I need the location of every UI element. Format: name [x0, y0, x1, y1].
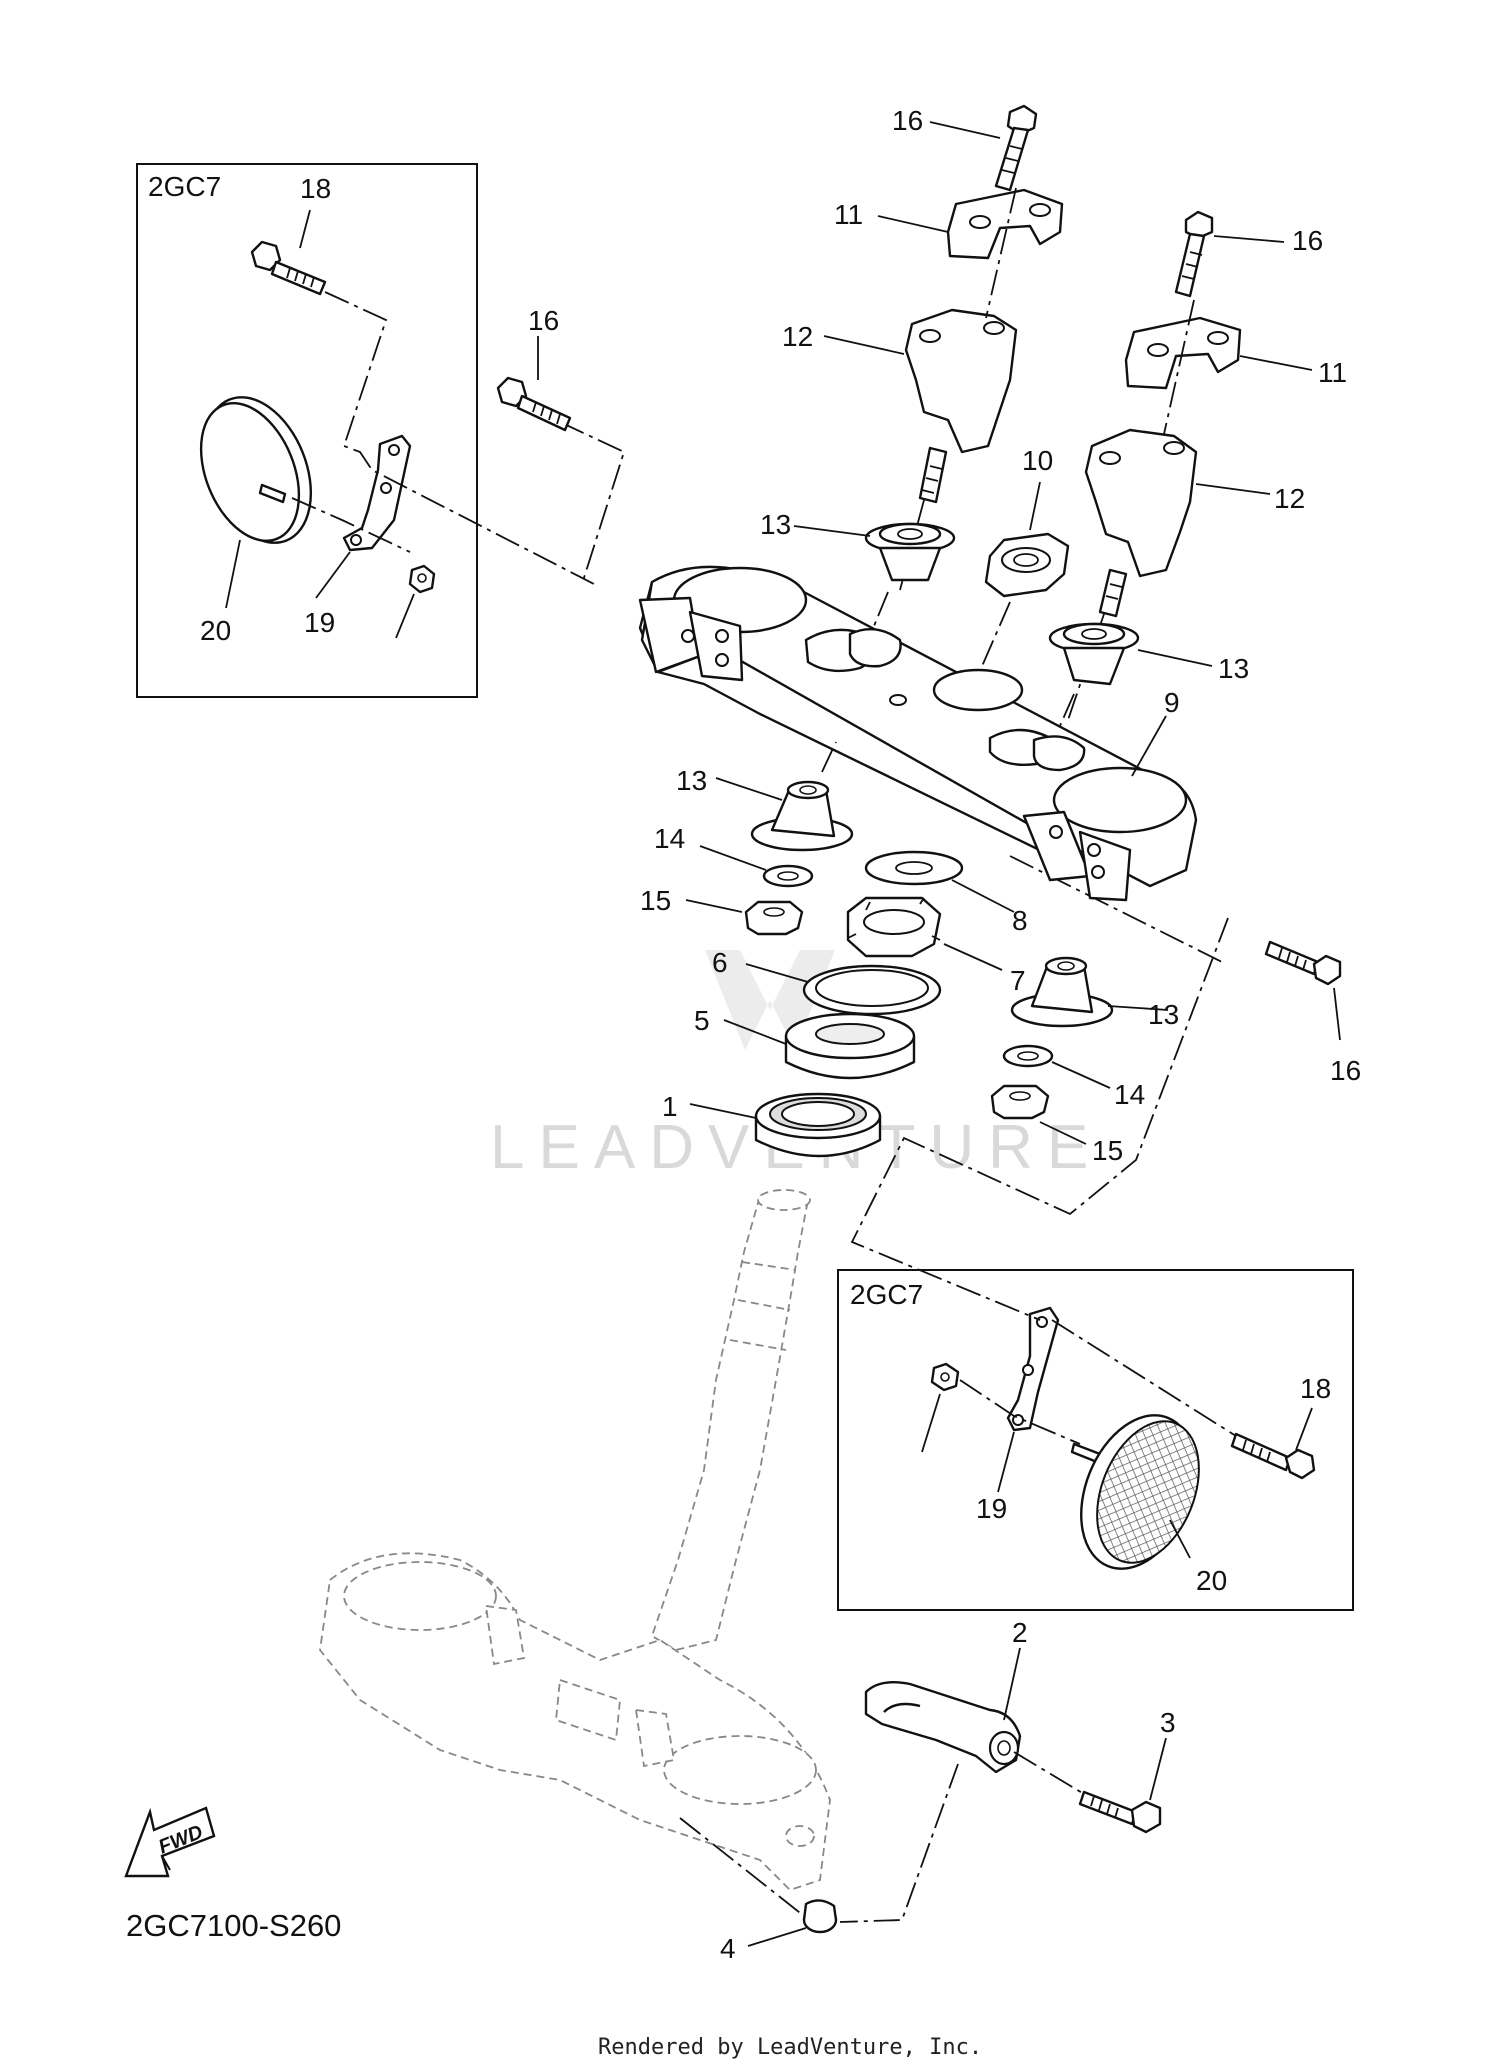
bolt-3 — [1078, 1790, 1162, 1834]
callout-11: 11 — [1318, 357, 1347, 388]
diagram-code: 2GC7100-S260 — [126, 1908, 341, 1943]
bolt-16-top — [994, 104, 1038, 192]
callout-12: 12 — [782, 321, 813, 352]
callout-14: 14 — [1114, 1079, 1145, 1110]
reflector-19-bottom — [1070, 1414, 1200, 1570]
steering-stem-ghost — [319, 1189, 831, 1892]
bracket-18-bottom — [1006, 1306, 1060, 1432]
washer-8 — [864, 850, 964, 886]
callout-4: 4 — [720, 1933, 736, 1964]
callout-18: 19 — [976, 1493, 1007, 1524]
rendered-by-footer: Rendered by LeadVenture, Inc. — [598, 2035, 982, 2060]
assembly-chain-bottom — [839, 1763, 959, 1923]
kit-box-label: 2GC7 — [850, 1279, 923, 1310]
bracket-18-top — [342, 434, 412, 552]
callout-13: 13 — [760, 509, 791, 540]
callout-17: 18 — [300, 173, 331, 204]
bolt-16-left: 16 — [496, 305, 572, 432]
bearing-5 — [784, 1012, 916, 1080]
upper-bracket-9 — [638, 565, 1198, 902]
callout-17: 18 — [1300, 1373, 1331, 1404]
kit-box-label: 2GC7 — [148, 171, 221, 202]
callout-12: 12 — [1274, 483, 1305, 514]
callout-5: 5 — [694, 1005, 710, 1036]
callout-6: 6 — [712, 947, 728, 978]
callout-15: 15 — [640, 885, 671, 916]
bushing-13-upper-left — [864, 522, 956, 582]
callout-2: 2 — [1012, 1617, 1028, 1648]
fwd-arrow-icon: FWD — [124, 1806, 216, 1878]
assembly-chain-left — [559, 421, 626, 585]
callout-8: 8 — [1012, 905, 1028, 936]
bushing-13-lower-left — [750, 780, 854, 852]
callout-16: 16 — [528, 305, 559, 336]
bolt-17-bottom — [1230, 1432, 1316, 1480]
ring-nut-7 — [846, 896, 942, 958]
callout-13: 13 — [676, 765, 707, 796]
assembly-chain-clamp — [1009, 855, 1227, 965]
callout-19: 20 — [200, 615, 231, 646]
nut-15-right — [990, 1084, 1050, 1120]
callout-19: 20 — [1196, 1565, 1227, 1596]
bolt-17-top — [250, 240, 327, 296]
callout-3: 3 — [1160, 1707, 1176, 1738]
nut-20-bottom — [930, 1362, 960, 1392]
nut-15-left — [744, 900, 804, 936]
bushing-13-lower-right — [1010, 956, 1114, 1028]
washer-14-left — [762, 864, 814, 888]
nut-20-top — [408, 564, 436, 594]
callout-7: 7 — [1010, 965, 1026, 996]
kit-box-bottom-right: 2GC7 18 — [837, 1269, 1354, 1611]
reflector-19-top — [199, 396, 313, 544]
assembly-chain-right — [850, 917, 1229, 1321]
collar-4 — [802, 1899, 838, 1934]
washer-14-right — [1002, 1044, 1054, 1068]
lower-holder-12-left — [904, 308, 1018, 504]
upper-holder-11-left — [946, 188, 1064, 260]
callout-13: 13 — [1148, 999, 1179, 1030]
callout-1: 1 — [662, 1091, 678, 1122]
nut-10 — [984, 532, 1070, 598]
clamp-2 — [864, 1681, 1022, 1774]
callout-18: 19 — [304, 607, 335, 638]
callout-16: 16 — [1292, 225, 1323, 256]
bearing-1 — [754, 1092, 882, 1158]
bolt-16-pinch — [1264, 940, 1342, 986]
seal-6 — [802, 964, 942, 1016]
lower-holder-12-right — [1084, 428, 1198, 618]
callout-10: 10 — [1022, 445, 1053, 476]
bolt-16-right — [1174, 210, 1214, 298]
callout-13: 13 — [1218, 653, 1249, 684]
kit-box-top-left: 2GC7 18 — [136, 163, 595, 698]
callout-9: 9 — [1164, 687, 1180, 718]
callout-11: 11 — [834, 199, 863, 230]
callout-14: 14 — [654, 823, 685, 854]
callout-16: 16 — [1330, 1055, 1361, 1086]
bushing-13-upper-right — [1048, 622, 1140, 686]
callout-16: 16 — [892, 105, 923, 136]
callout-15: 15 — [1092, 1135, 1123, 1166]
